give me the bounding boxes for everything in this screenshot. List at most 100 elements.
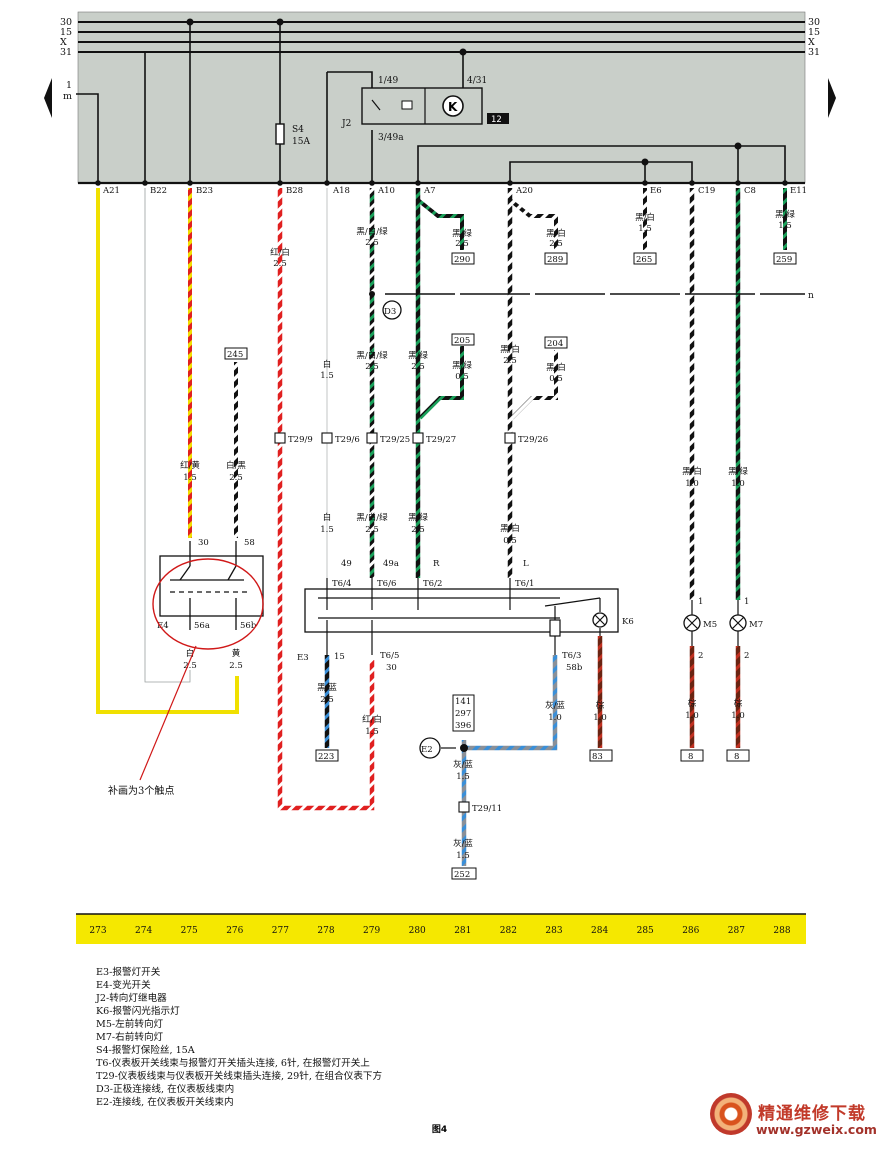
watermark-logo-icon (710, 1093, 752, 1135)
connector-c19: C19 (698, 186, 715, 196)
ruler-number: 280 (409, 926, 426, 936)
ref-289: 289 (547, 255, 563, 265)
ruler-number: 277 (272, 926, 289, 936)
connector-a10: A10 (377, 186, 395, 196)
t6-4: T6/4 (332, 579, 351, 589)
wire-label-58b-size: 1.0 (548, 713, 562, 723)
wire-label-56a-size: 2.5 (183, 661, 197, 671)
legend-item: E4-变光开关 (96, 980, 151, 991)
wire-label-m5-size: 1.0 (685, 711, 699, 721)
wire-label-204-size: 0.5 (549, 374, 563, 384)
connector-b22: B22 (150, 186, 167, 196)
wire-label-245-size: 2.5 (229, 473, 243, 483)
wire-label-mid-a20-size: 2.5 (503, 356, 517, 366)
relay-symbol: K (448, 100, 458, 114)
wire-label-k6-gnd-color: 棕 (596, 700, 605, 711)
lamp-m5 (683, 600, 701, 646)
wire-label-56b-size: 2.5 (229, 661, 243, 671)
watermark-title: 精通维修下载 (758, 1104, 866, 1124)
wire-label-15-size: 2.5 (320, 695, 334, 705)
wire-label-k6-gnd-size: 1.0 (593, 713, 607, 723)
wire-label-a18-color: 白 (323, 359, 332, 370)
wire-a21-yellow (96, 188, 239, 714)
node-d3-icon (382, 300, 402, 320)
t29-27: T29/27 (426, 435, 456, 445)
rail-label-right-15: 15 (808, 27, 820, 38)
wire-label-b28-size: 2.5 (273, 259, 287, 269)
relay-symbol-icon (442, 95, 464, 117)
page-ruler (76, 914, 806, 944)
connector-b23: B23 (196, 186, 213, 196)
ruler-number: 273 (89, 926, 106, 936)
ref-290: 290 (454, 255, 470, 265)
connector-e11: E11 (790, 186, 807, 196)
rail-label-left-30: 30 (60, 17, 72, 28)
e4-pin-58: 58 (244, 538, 255, 548)
wire-label-b28-color: 红/白 (270, 247, 290, 258)
wire-label-k6-l-size: 0.5 (503, 536, 517, 546)
ruler-number: 274 (135, 926, 152, 936)
wire-label-e2-2-color: 灰/蓝 (453, 838, 473, 849)
ref-204: 204 (547, 339, 563, 349)
connector-a20: A20 (515, 186, 533, 196)
wire-label-a18-size: 1.5 (320, 371, 334, 381)
e3-pin-30: 30 (386, 663, 397, 673)
t29-connectors (274, 432, 516, 813)
m5-name: M5 (703, 620, 717, 630)
wire-label-c8-color: 黑/绿 (728, 466, 748, 477)
wire-label-c8-size: 1.0 (731, 479, 745, 489)
e4-name: E4 (157, 621, 169, 631)
wire-label-30-size: 1.5 (365, 727, 379, 737)
connector-e6: E6 (650, 186, 662, 196)
m7-pin1: 1 (744, 597, 749, 607)
wire-label-204-color: 黑/白 (546, 362, 566, 373)
wire-label-mid-a20-color: 黑/白 (500, 344, 520, 355)
ref-297: 297 (455, 709, 471, 719)
wire-label-205-color: 黑/绿 (452, 360, 472, 371)
wire-label-e2-1-size: 1.5 (456, 772, 470, 782)
ref-83: 83 (592, 752, 603, 762)
connector-a21: A21 (102, 186, 120, 196)
wire-label-30-color: 红/白 (362, 714, 382, 725)
wire-label-a20-color: 黑/白 (546, 228, 566, 239)
connector-c8: C8 (744, 186, 756, 196)
wire-label-e11-size: 1.5 (778, 221, 792, 231)
wire-label-245-color: 白/黑 (226, 460, 246, 471)
legend-item: M5-左前转向灯 (96, 1019, 164, 1030)
wire-label-k6-49-color: 白 (323, 512, 332, 523)
wire-label-mid-a7-color: 黑/绿 (408, 350, 428, 361)
ruler-number: 286 (682, 926, 699, 936)
connector-labels: A21 B22 B23 B28 A18 A10 A7 A20 E6 C19 C8… (102, 186, 807, 196)
fuse-id: S4 (292, 125, 304, 135)
node-e2-icon (419, 737, 441, 759)
next-page-arrow-icon[interactable] (828, 78, 836, 118)
t6-3: T6/3 (562, 651, 581, 661)
lamp-m7 (729, 600, 747, 646)
t29-11: T29/11 (472, 804, 502, 814)
ruler-number: 283 (545, 926, 562, 936)
wire-label-e2-2-size: 1.5 (456, 851, 470, 861)
legend: E3-报警灯开关 E4-变光开关 J2-转向灯继电器 K6-报警闪光指示灯 M5… (96, 966, 382, 1109)
wire-label-a10-size: 2.5 (365, 238, 379, 248)
wire-label-m5-color: 棕 (688, 698, 697, 709)
line-n-label: n (808, 291, 814, 301)
prev-page-arrow-icon[interactable] (44, 78, 52, 118)
ruler-number: 284 (591, 926, 608, 936)
rail-label-right-31: 31 (808, 47, 820, 58)
rail-label-left-31: 31 (60, 47, 72, 58)
ref-205: 205 (454, 336, 470, 346)
wire-label-mid-a10-size: 2.5 (365, 362, 379, 372)
wire-label-a7-size: 2.5 (455, 239, 469, 249)
relay-name: J2 (341, 119, 351, 129)
fuse-rating: 15A (292, 137, 310, 147)
wire-label-mid-a7-size: 2.5 (411, 362, 425, 372)
e4-pin-30: 30 (198, 538, 209, 548)
e3-pin-58b: 58b (566, 663, 583, 673)
wire-label-15-color: 黑/蓝 (317, 682, 337, 693)
k6-label-49: 49 (341, 559, 352, 569)
t6-6: T6/6 (377, 579, 396, 589)
ruler-number: 287 (728, 926, 745, 936)
legend-item: K6-报警闪光指示灯 (96, 1006, 180, 1017)
t29-26: T29/26 (518, 435, 548, 445)
